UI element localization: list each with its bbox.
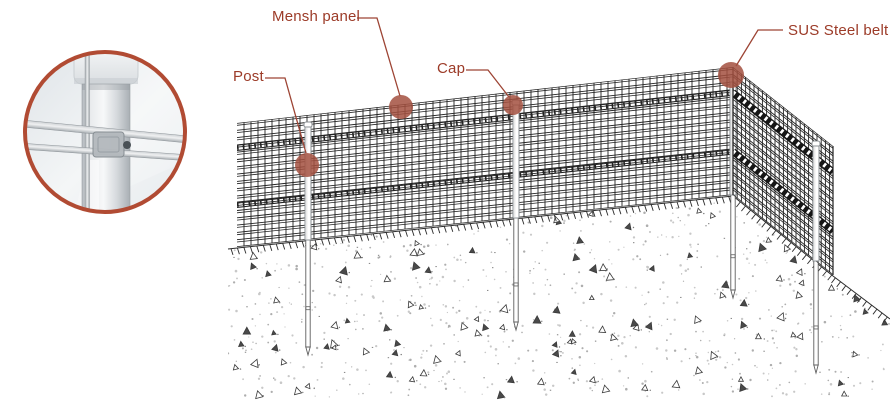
label-mensh-panel: Mensh panel: [272, 8, 361, 25]
ground-boundary: [227, 195, 890, 323]
marker-dot-cap: [503, 95, 523, 115]
ground-area: [228, 196, 890, 400]
leader-line-mensh-panel: [357, 17, 401, 97]
fence-post: [511, 99, 521, 219]
marker-dot-mensh-panel: [389, 95, 413, 119]
post-ground-stake: [730, 194, 736, 300]
label-cap: Cap: [437, 60, 466, 77]
post-ground-stake: [305, 239, 311, 357]
label-sus-steel-belt: SUS Steel belt: [788, 22, 889, 39]
leader-line-cap: [466, 69, 510, 98]
inset-bolt: [123, 141, 131, 149]
fence-post: [303, 121, 313, 241]
marker-dot-post: [295, 153, 319, 177]
inset-border-ring: [23, 50, 187, 214]
marker-dot-sus-steel-belt: [718, 62, 744, 88]
post-ground-stake: [813, 260, 819, 375]
leader-line-post: [265, 77, 307, 154]
label-post: Post: [233, 68, 264, 85]
callouts: [265, 17, 783, 177]
post-clamp-photo-inset: [23, 50, 187, 214]
inset-post-cap: [73, 53, 139, 85]
fence-post: [811, 140, 821, 262]
leader-line-sus-steel-belt: [735, 29, 783, 67]
post-ground-stake: [513, 217, 519, 332]
